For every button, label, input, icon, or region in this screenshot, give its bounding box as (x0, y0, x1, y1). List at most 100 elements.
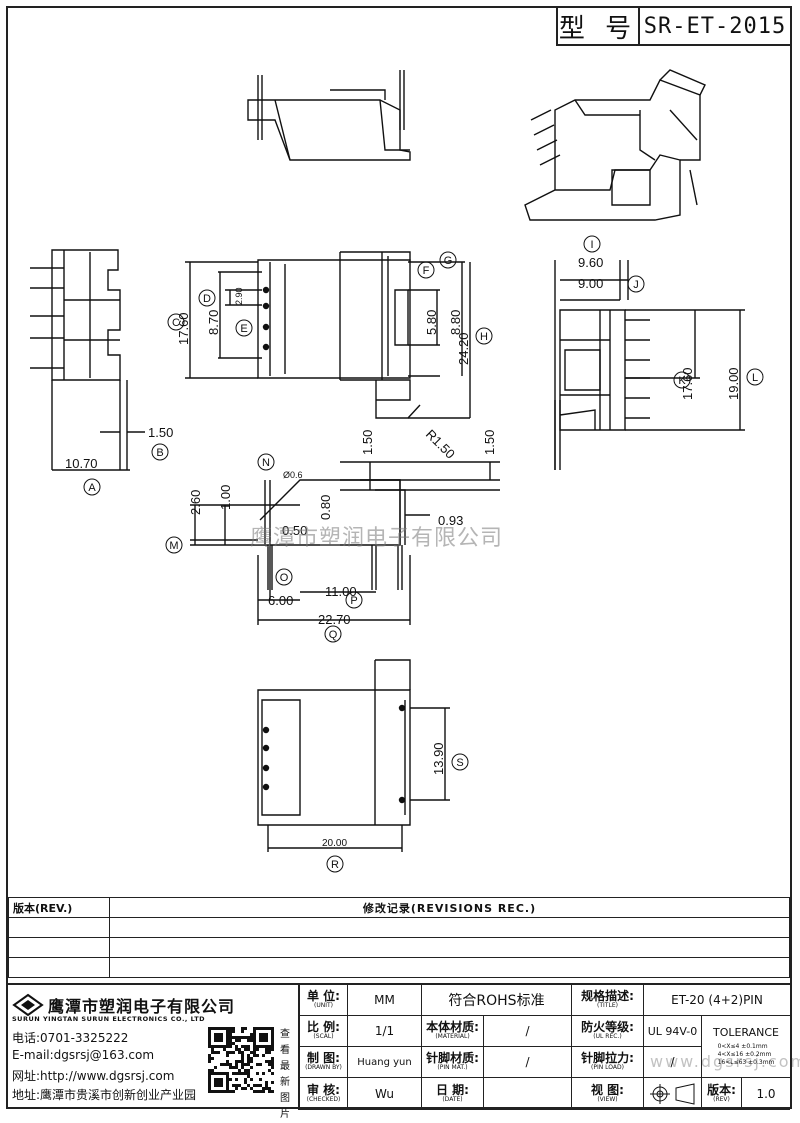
label-circle-j (627, 275, 645, 293)
company-name-en: SURUN YINGTAN SURUN ELECTRONICS CO., LTD (12, 1015, 206, 1023)
dim-R: 20.00 (322, 838, 347, 849)
company-name-cn: 鹰潭市塑润电子有限公司 (48, 997, 236, 1016)
dim-A: 10.70 (65, 456, 98, 471)
third-angle-projection-icon (649, 1082, 694, 1105)
checked-value: Wu (348, 1078, 422, 1110)
date-value (484, 1078, 572, 1110)
rev-cell (8, 957, 110, 978)
label-letter-j: J (633, 279, 639, 291)
dim-M1: 2.60 (188, 490, 203, 515)
checked-label: 审 核:(CHECKED) (300, 1078, 348, 1110)
dim-P: 11.00 (325, 584, 357, 599)
bottom-view (257, 659, 450, 852)
isometric-view (524, 69, 706, 221)
label-letter-l: L (752, 372, 758, 384)
company-email: E-mail:dgsrsj@163.com (12, 1048, 155, 1062)
revision-table: 版本(REV.) 修改记录(REVISIONS REC.) (8, 897, 790, 978)
watermark-url: www.dgsrsj.com (650, 1052, 800, 1071)
label-circle-e (235, 319, 253, 337)
dim-E: 2.90 (234, 287, 244, 305)
label-letter-d: D (203, 293, 211, 305)
title-label: 规格描述:(TITLE) (572, 985, 644, 1016)
end-view-left (30, 249, 145, 471)
dim-t2: 1.50 (482, 430, 497, 455)
dim-K: 17.60 (680, 367, 695, 400)
pin-load-value: / (644, 1047, 702, 1078)
label-letter-k: K (678, 375, 686, 387)
tolerance-title: TOLERANCE (712, 1026, 780, 1039)
label-circle-a (83, 478, 101, 496)
label-circle-b (151, 443, 169, 461)
label-letter-g: G (444, 255, 453, 267)
label-circle-d (198, 289, 216, 307)
dim-D: 8.70 (206, 310, 221, 335)
label-letter-a: A (88, 482, 96, 494)
date-label: 日 期:(DATE) (422, 1078, 484, 1110)
dim-O: 6.00 (268, 593, 293, 608)
dim-N: Ø0.6 (283, 470, 303, 480)
company-info: 鹰潭市塑润电子有限公司 SURUN YINGTAN SURUN ELECTRON… (8, 985, 300, 1120)
label-circle-l (746, 368, 764, 386)
pin-load-label: 针脚拉力:(PIN LOAD) (572, 1047, 644, 1078)
label-letter-o: O (280, 572, 289, 584)
technical-drawing: 10.70 1.50 17.60 8.70 2.90 5.80 8.80 24.… (30, 69, 764, 873)
material-label: 本体材质:(MATERIAL) (422, 1016, 484, 1047)
label-letter-f: F (423, 265, 430, 277)
ul-label: 防火等级:(UL REC.) (572, 1016, 644, 1047)
model-label: 型 号 (558, 8, 640, 44)
rev-cell (8, 937, 110, 958)
scale-label: 比 例:(SCAL) (300, 1016, 348, 1047)
label-circle-g (439, 251, 457, 269)
label-letter-p: P (350, 595, 357, 607)
pin-detail-view (190, 461, 500, 625)
material-value: / (484, 1016, 572, 1047)
dim-M2: 1.00 (218, 485, 233, 510)
view-label: 视 图:(VIEW) (572, 1078, 644, 1110)
rev-cell (109, 937, 790, 958)
rev-label: 版本:(REV) (702, 1078, 742, 1110)
label-circle-i (583, 235, 601, 253)
label-letter-s: S (456, 757, 463, 769)
company-logo (12, 993, 44, 1017)
label-letter-i: I (590, 239, 593, 251)
rohs-text: 符合ROHS标准 (422, 985, 572, 1016)
dim-G: 8.80 (448, 310, 463, 335)
drawn-label: 制 图:(DRAWN BY) (300, 1047, 348, 1078)
label-letter-b: B (156, 447, 163, 459)
drawn-value: Huang yun (348, 1047, 422, 1078)
label-circle-n (257, 453, 275, 471)
qr-label: 查看最新图片 (280, 1029, 290, 1120)
scale-value: 1/1 (348, 1016, 422, 1047)
label-circle-s (451, 753, 469, 771)
rev-value: 1.0 (742, 1078, 790, 1110)
ul-value: UL 94V-0 (644, 1016, 702, 1047)
qr-code[interactable] (208, 1027, 274, 1093)
dim-R1: R1.50 (423, 427, 458, 462)
label-circle-q (324, 625, 342, 643)
title-value: ET-20 (4+2)PIN (644, 985, 790, 1016)
dim-h2: 0.50 (282, 523, 307, 538)
rev-cell (109, 917, 790, 938)
label-letter-h: H (480, 331, 488, 343)
dim-w: 0.93 (438, 513, 463, 528)
label-letter-c: C (172, 317, 180, 329)
label-circle-m (165, 536, 183, 554)
dim-B: 1.50 (148, 425, 173, 440)
unit-value: MM (348, 985, 422, 1016)
dim-S: 13.90 (431, 742, 446, 775)
front-view (185, 251, 471, 419)
label-circle-h (475, 327, 493, 345)
dim-h1: 0.80 (318, 495, 333, 520)
company-web: 网址:http://www.dgsrsj.com (12, 1069, 175, 1083)
dim-Q: 22.70 (318, 612, 351, 627)
dim-t1: 1.50 (360, 430, 375, 455)
pin-material-label: 针脚材质:(PIN MAT.) (422, 1047, 484, 1078)
side-view-top (247, 70, 411, 161)
rev-cell (109, 957, 790, 978)
label-letter-n: N (262, 457, 270, 469)
label-letter-m: M (169, 540, 178, 552)
tolerance-lines: 0<X≤4 ±0.1mm 4<X≤16 ±0.2mm 16<L≤63 ±0.3m… (717, 1043, 775, 1066)
dim-C: 17.60 (176, 312, 191, 345)
drawing-frame (6, 6, 792, 1109)
company-address: 地址:鹰潭市贵溪市创新创业产业园 (12, 1088, 197, 1102)
